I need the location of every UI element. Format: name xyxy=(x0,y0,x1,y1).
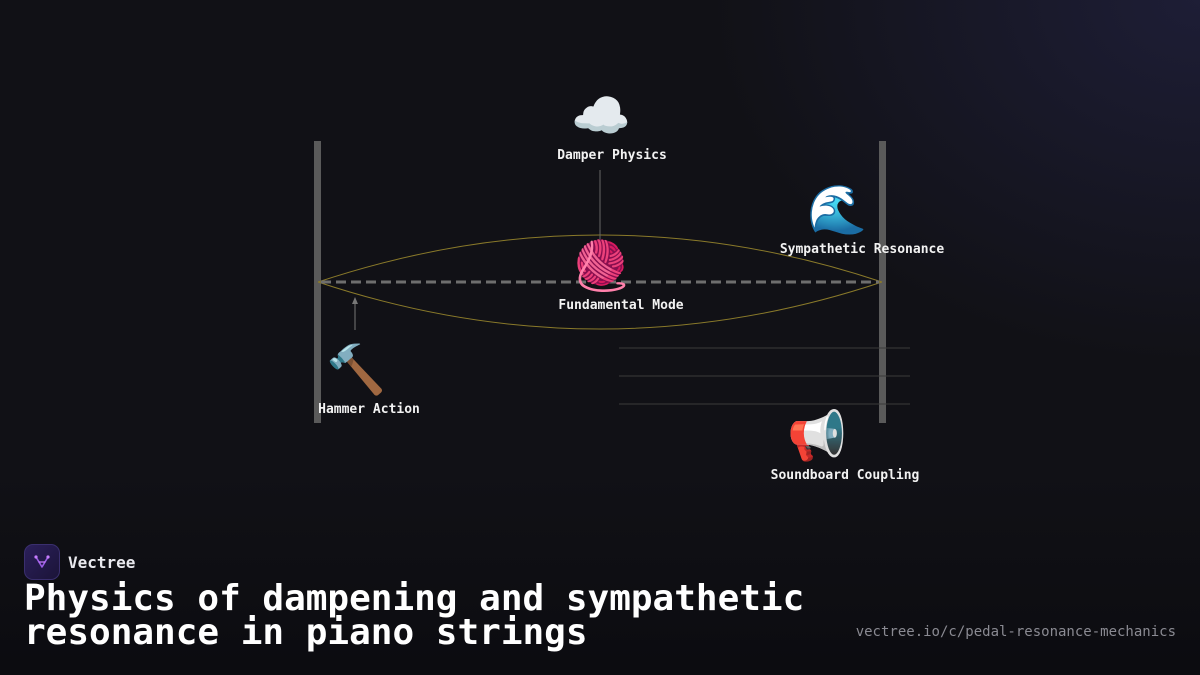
brand-name: Vectree xyxy=(68,552,136,572)
vectree-logo-icon xyxy=(24,544,60,580)
hammer-arrowhead xyxy=(352,297,358,304)
fundamental-label: Fundamental Mode xyxy=(558,298,684,313)
wave-icon: 🌊 xyxy=(807,182,867,238)
hammer-icon: 🔨 xyxy=(326,342,386,398)
soundboard-node: 📢 Soundboard Coupling xyxy=(771,408,920,483)
damper-node: ☁️ Damper Physics xyxy=(557,88,667,163)
megaphone-icon: 📢 xyxy=(787,408,847,464)
hammer-node: 🔨 Hammer Action xyxy=(318,342,420,417)
yarn-icon: 🧶 xyxy=(571,238,631,294)
soundboard-label: Soundboard Coupling xyxy=(770,468,920,483)
right-bridge xyxy=(879,141,886,423)
sympathetic-node: 🌊 Sympathetic Resonance xyxy=(780,182,944,257)
mode-envelope-lower xyxy=(317,281,883,330)
fundamental-node: 🧶 Fundamental Mode xyxy=(558,238,683,313)
damper-label: Damper Physics xyxy=(557,148,667,163)
hammer-label: Hammer Action xyxy=(318,402,420,417)
page-title: Physics of dampening and sympathetic res… xyxy=(24,578,805,653)
cloud-icon: ☁️ xyxy=(571,88,631,144)
source-url[interactable]: vectree.io/c/pedal-resonance-mechanics xyxy=(855,624,1176,640)
sympathetic-label: Sympathetic Resonance xyxy=(779,242,945,257)
brand: Vectree xyxy=(24,544,135,580)
left-bridge xyxy=(314,141,321,423)
